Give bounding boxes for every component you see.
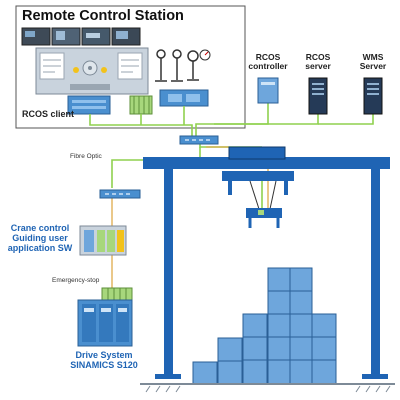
emergency-stop-relay: [101, 287, 133, 301]
station-io-module: [129, 95, 153, 115]
container: [289, 313, 313, 338]
crane-control-plc: [79, 225, 127, 256]
rcos-server-label: RCOS server: [296, 52, 340, 72]
fibre-optic-label: Fibre Optic: [70, 153, 102, 160]
container: [242, 313, 268, 338]
monitor-wall: [21, 27, 141, 46]
crane-control-label-line1: Crane control: [10, 223, 70, 233]
rcos-server-device: [308, 77, 328, 115]
drive-system-label-line2: SINAMICS S120: [70, 359, 138, 370]
hoist-spreader: [246, 180, 282, 228]
emergency-stop-label: Emergency-stop: [52, 277, 100, 284]
container: [311, 336, 337, 361]
container: [267, 290, 291, 315]
container: [289, 290, 313, 315]
container: [192, 361, 218, 385]
rcos-controller-label-line1: RCOS: [255, 52, 281, 62]
gauge-icon: [199, 49, 211, 61]
container: [289, 336, 313, 361]
drive-system-label: Drive System SINAMICS S120: [52, 350, 156, 371]
rcos-client-label: RCOS client: [22, 109, 75, 119]
container: [217, 337, 243, 362]
crane-trolley: [222, 146, 294, 195]
container: [267, 313, 291, 338]
crane-control-label: Crane control Guiding user application S…: [4, 223, 76, 254]
rcos-server-label-line2: server: [305, 61, 331, 72]
network-switch: [179, 135, 219, 145]
wms-server-device: [363, 77, 383, 115]
operator-pedals-icon: [155, 49, 199, 82]
crane-leg-left: [164, 169, 173, 377]
gantry-crane: [143, 157, 390, 379]
rcos-controller-device: [257, 77, 279, 104]
control-console: [35, 47, 149, 95]
crane-girder: [143, 157, 390, 169]
wms-server-label-line2: Server: [359, 61, 387, 72]
wms-server-label: WMS Server: [352, 52, 394, 72]
container: [267, 336, 291, 361]
container: [311, 359, 337, 385]
container-stack: [192, 267, 337, 385]
rcos-controller-label-line2: controller: [248, 61, 288, 72]
container: [242, 336, 268, 361]
joystick-icon: [73, 67, 79, 73]
rcos-controller-label: RCOS controller: [240, 52, 296, 72]
remote-station-title: Remote Control Station: [22, 8, 184, 24]
crane-control-label-line3: application SW: [7, 242, 73, 253]
fibre-optic-switch: [99, 189, 141, 199]
drive-system-label-line1: Drive System: [75, 350, 133, 360]
pedal-interface-box: [159, 89, 209, 107]
drive-system-cabinet: [77, 299, 133, 347]
rcos-server-label-line1: RCOS: [305, 52, 331, 62]
wms-server-label-line1: WMS: [362, 52, 384, 62]
crane-control-label-line2: Guiding user: [12, 232, 68, 243]
crane-leg-right: [371, 169, 380, 377]
rcos-client-pc: [67, 95, 111, 115]
